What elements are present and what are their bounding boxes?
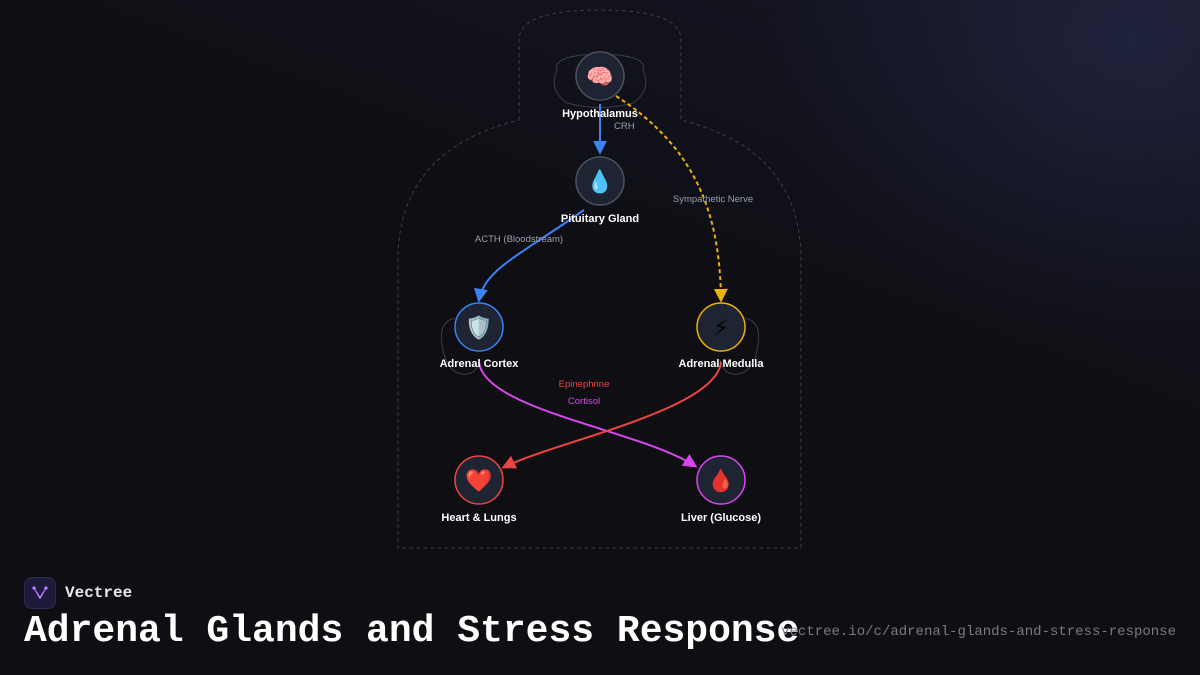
node-adrenal-medulla[interactable]: ⚡ Adrenal Medulla: [679, 302, 765, 370]
brand-name: Vectree: [65, 584, 133, 602]
shield-icon: 🛡️: [465, 315, 492, 341]
droplet-icon: 💧: [586, 169, 613, 195]
vectree-logo-icon: [24, 577, 56, 609]
edge-label-crh: CRH: [614, 121, 635, 132]
heart-icon: ❤️: [465, 468, 493, 494]
node-label-adrenal-cortex: Adrenal Cortex: [440, 358, 520, 370]
node-hypothalamus[interactable]: 🧠 Hypothalamus: [562, 51, 638, 120]
edge-label-epinephrine: Epinephrine: [559, 379, 610, 390]
page-title: Adrenal Glands and Stress Response: [24, 610, 800, 653]
node-liver-glucose[interactable]: 🩸 Liver (Glucose): [681, 455, 761, 524]
kidney-outline-left: [440, 317, 481, 375]
edge-label-cortisol: Cortisol: [568, 396, 600, 407]
brand[interactable]: Vectree: [24, 577, 132, 609]
edge-epinephrine: [501, 361, 722, 469]
edge-label-acth: ACTH (Bloodstream): [475, 234, 563, 245]
edge-label-sympathetic-nerve: Sympathetic Nerve: [673, 194, 753, 205]
brain-icon: 🧠: [586, 65, 613, 90]
node-heart-lungs[interactable]: ❤️ Heart & Lungs: [441, 455, 517, 524]
blood-drop-icon: 🩸: [707, 468, 734, 494]
node-adrenal-cortex[interactable]: 🛡️ Adrenal Cortex: [440, 302, 520, 370]
node-label-liver-glucose: Liver (Glucose): [681, 512, 761, 524]
edge-sympathetic-nerve: [615, 95, 728, 303]
node-label-adrenal-medulla: Adrenal Medulla: [679, 358, 765, 370]
edge-cortisol: [478, 361, 698, 468]
body-silhouette: [397, 9, 802, 549]
node-pituitary-gland[interactable]: 💧 Pituitary Gland: [561, 156, 639, 225]
node-label-pituitary-gland: Pituitary Gland: [561, 213, 639, 225]
kidney-outline-right: [719, 317, 760, 375]
edge-acth: [473, 209, 585, 303]
node-label-heart-lungs: Heart & Lungs: [441, 512, 516, 524]
lightning-icon: ⚡: [713, 316, 728, 341]
page-url[interactable]: vectree.io/c/adrenal-glands-and-stress-r…: [781, 624, 1176, 640]
node-label-hypothalamus: Hypothalamus: [562, 108, 638, 120]
